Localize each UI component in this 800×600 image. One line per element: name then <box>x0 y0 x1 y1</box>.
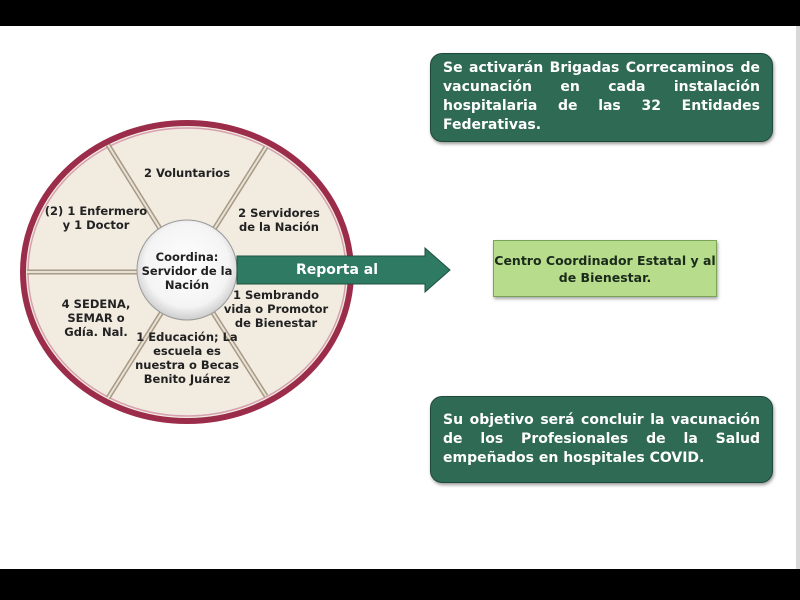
top-info-box: Se activarán Brigadas Correcaminos de va… <box>430 53 773 142</box>
segment-educacion: 1 Educación; La escuela es nuestra o Bec… <box>135 330 239 386</box>
coordination-center-box: Centro Coordinador Estatal y al de Biene… <box>493 240 717 297</box>
slide-edge <box>796 26 800 569</box>
report-arrow <box>236 246 451 294</box>
segment-voluntarios: 2 Voluntarios <box>143 166 231 180</box>
segment-servidores: 2 Servidores de la Nación <box>238 206 320 234</box>
segment-sembrando-vida: 1 Sembrando vida o Promotor de Bienestar <box>223 288 329 330</box>
arrow-label: Reporta al <box>295 262 379 278</box>
segment-enfermero-doctor: (2) 1 Enfermero y 1 Doctor <box>44 204 148 232</box>
segment-sedena: 4 SEDENA, SEMAR o Gdía. Nal. <box>61 297 131 339</box>
bottom-info-box: Su objetivo será concluir la vacunación … <box>430 396 773 483</box>
wheel-center-label: Coordina: Servidor de la Nación <box>141 250 233 292</box>
